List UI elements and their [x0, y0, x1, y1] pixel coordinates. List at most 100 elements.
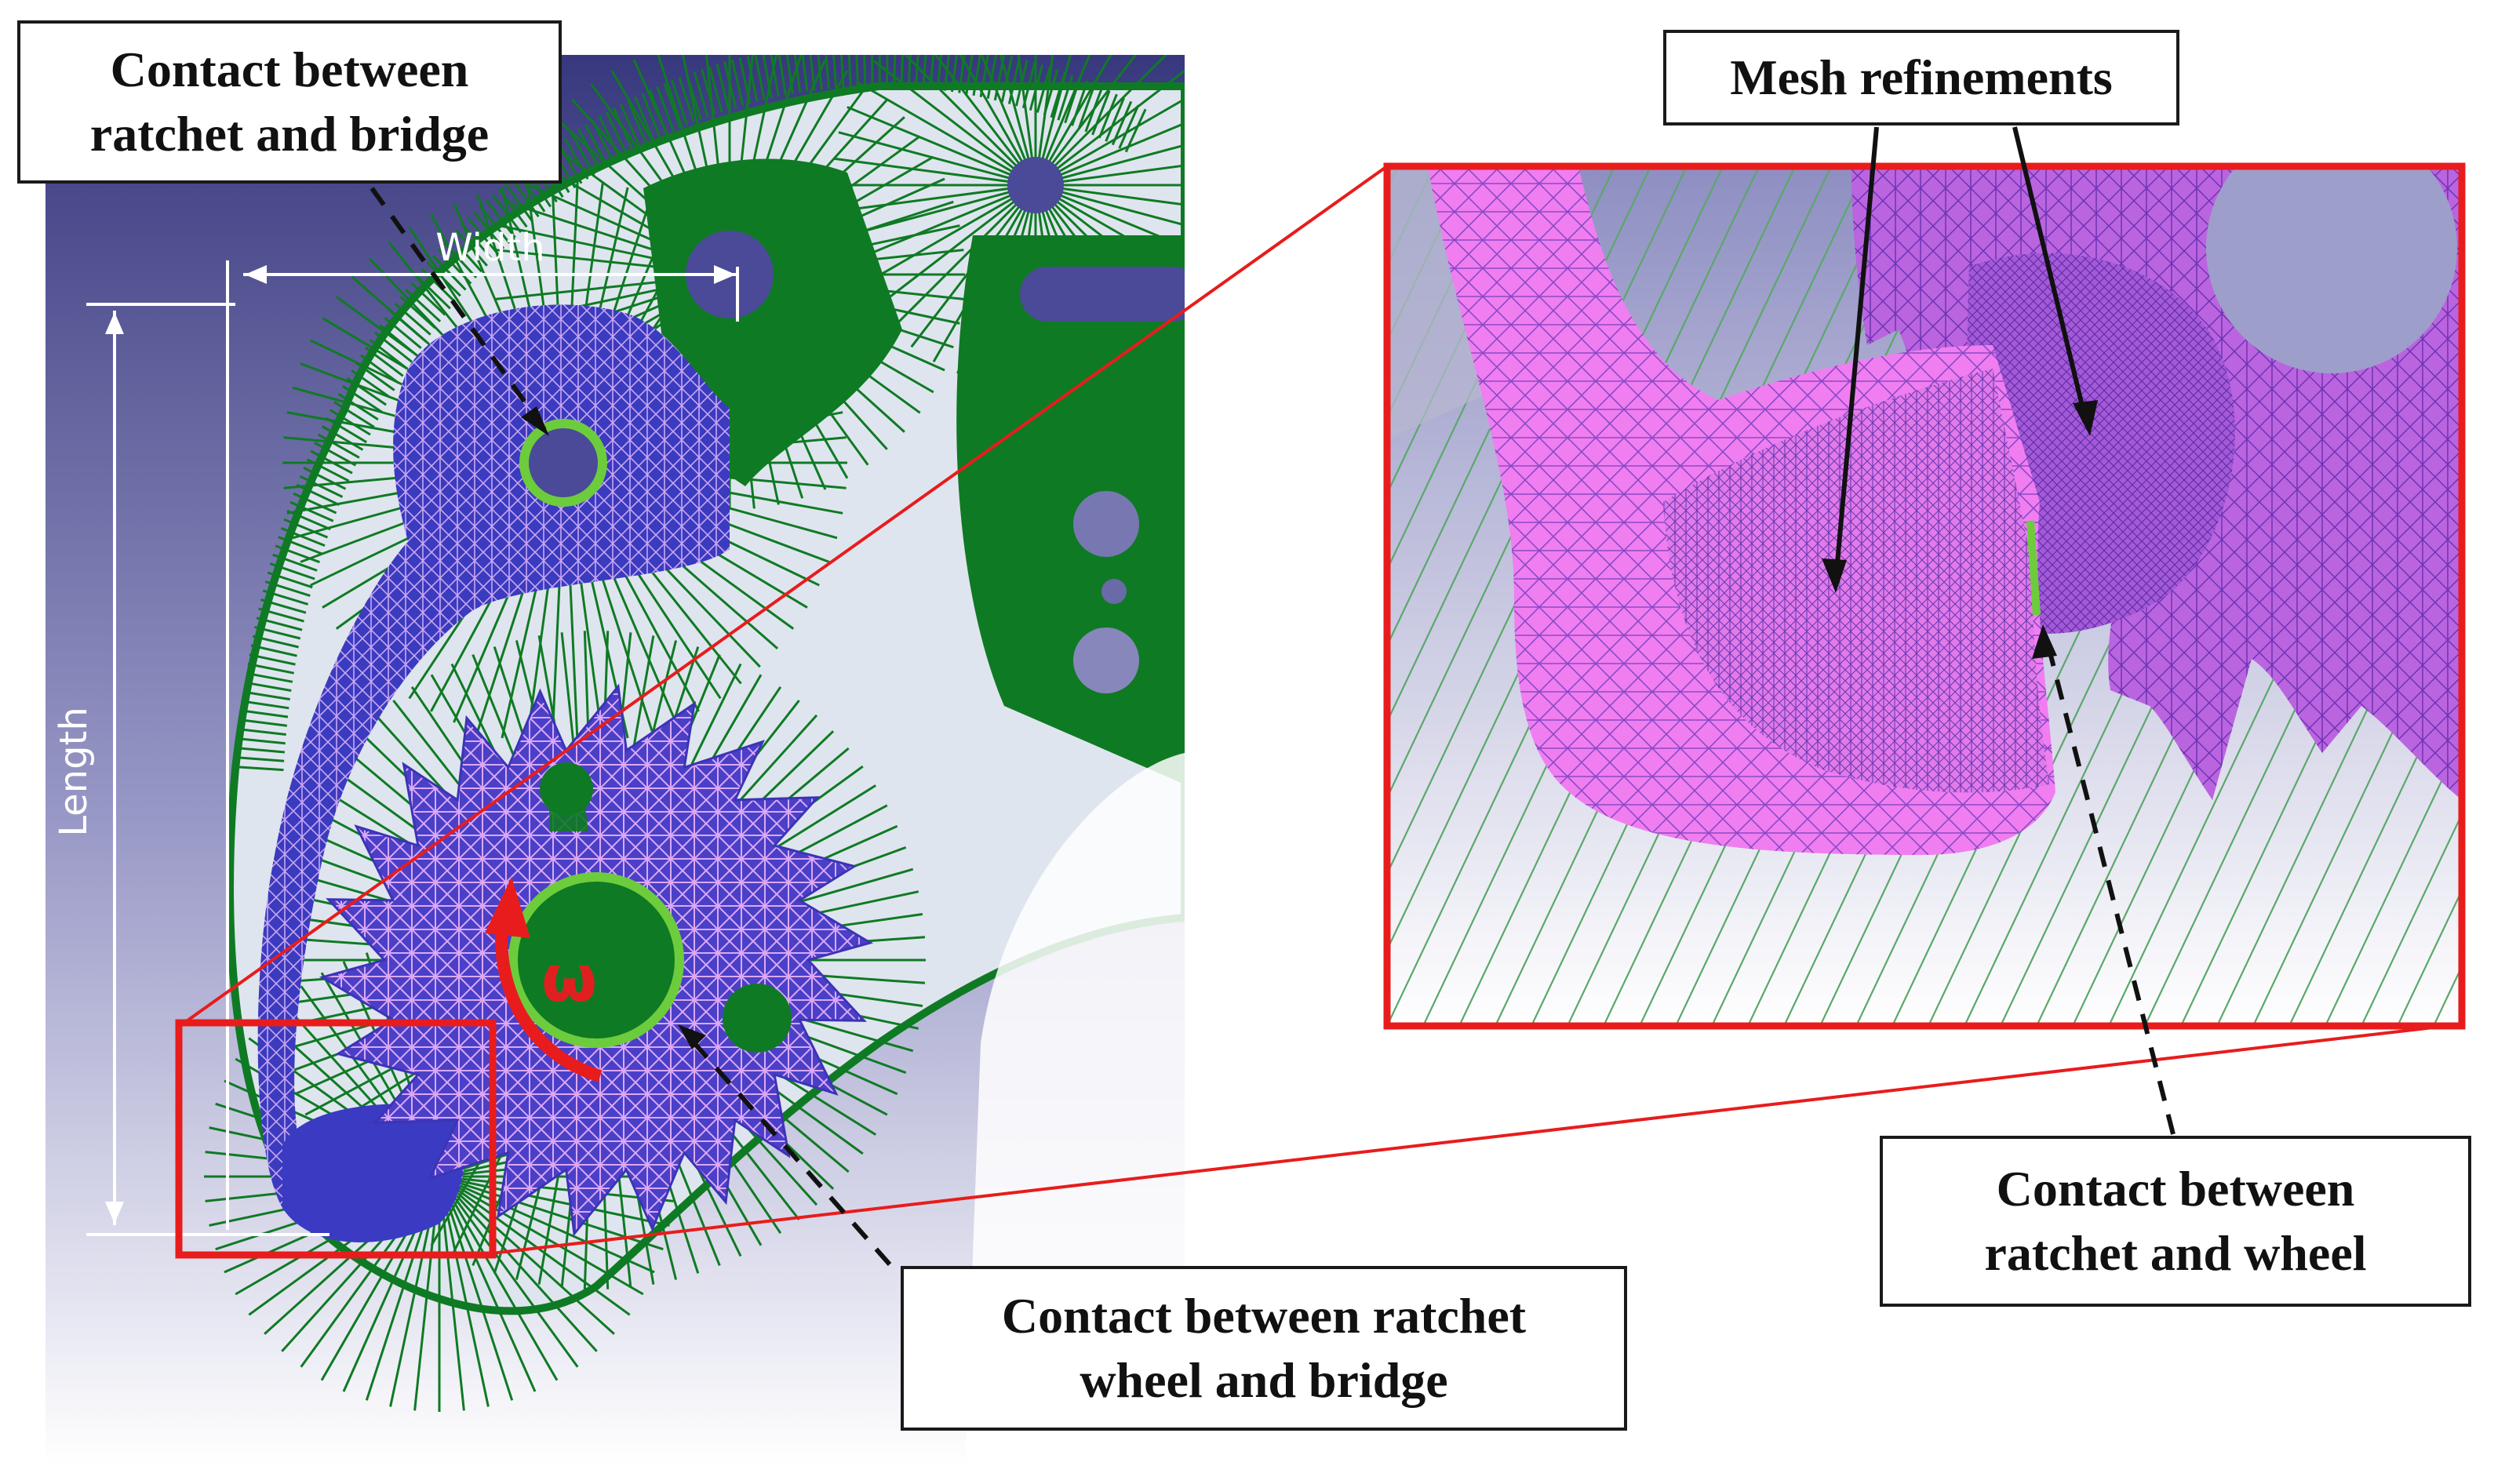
- mesh-line: [693, 71, 709, 118]
- mesh-line: [612, 107, 635, 152]
- width-label: Width: [435, 226, 544, 270]
- mesh-line: [793, 55, 802, 93]
- mesh-line: [438, 1176, 537, 1392]
- mesh-line: [1118, 104, 1140, 149]
- mesh-line: [243, 690, 290, 701]
- mesh-line: [656, 85, 675, 132]
- mesh-line: [723, 61, 737, 108]
- mesh-line: [439, 1175, 655, 1274]
- mesh-line: [577, 128, 602, 172]
- mesh-line: [627, 100, 648, 145]
- mesh-line: [838, 184, 1036, 239]
- mesh-line: [825, 55, 830, 89]
- zoom-ratchet-refined: [1663, 369, 2049, 793]
- callout-mesh-refinements: Mesh refinements: [1663, 30, 2179, 125]
- mesh-line: [663, 82, 682, 129]
- mesh-line: [591, 119, 615, 163]
- callout-ratchet-wheel: Contact between ratchet and wheel: [1880, 1136, 2471, 1307]
- mesh-line: [785, 55, 795, 94]
- leader-ratchet-wheel: [2044, 636, 2175, 1135]
- zoom-wheel-hole: [2206, 166, 2457, 373]
- mesh-line: [314, 442, 357, 467]
- mesh-line: [1034, 55, 1112, 186]
- mesh-line: [317, 433, 360, 459]
- callout-line: Contact between ratchet: [1001, 1288, 1527, 1344]
- mesh-line: [738, 56, 752, 104]
- mesh-line: [438, 1176, 579, 1368]
- mesh-line: [237, 747, 286, 754]
- mesh-line: [833, 184, 1036, 213]
- mesh-line: [847, 106, 1036, 187]
- mesh-line: [438, 248, 472, 285]
- mesh-line: [1035, 144, 1185, 187]
- dimension-lines: [86, 260, 739, 1236]
- bridge-slot: [1020, 267, 1185, 322]
- mesh-line: [244, 681, 292, 692]
- mesh-line: [438, 1176, 514, 1401]
- mesh-line: [620, 104, 641, 148]
- mesh-line: [847, 184, 1036, 264]
- mesh-line: [1035, 184, 1185, 227]
- mesh-line: [598, 115, 621, 159]
- mesh-line: [1000, 56, 1014, 103]
- mesh-line: [1098, 93, 1118, 139]
- mesh-line: [1034, 55, 1138, 186]
- mesh-line: [838, 131, 1036, 187]
- wheel-hole: [540, 762, 593, 816]
- leader-mesh-ratchet: [1833, 126, 1879, 581]
- mesh-line: [708, 66, 723, 113]
- callout-wheel-bridge: Contact between ratchet wheel and bridge: [901, 1266, 1627, 1431]
- mesh-line: [584, 124, 608, 167]
- mesh-line: [634, 96, 654, 141]
- mesh-line: [236, 766, 284, 772]
- mesh-line: [903, 55, 1037, 187]
- wheel-axle-contact: [508, 872, 684, 1048]
- left-mesh-view: ω: [46, 55, 1185, 1467]
- mesh-line: [296, 483, 340, 507]
- mesh-line: [497, 188, 528, 228]
- mesh-line: [439, 1175, 631, 1316]
- mesh-line: [333, 401, 375, 428]
- zoom-source-box: [175, 1019, 497, 1259]
- mesh-line: [890, 184, 1037, 330]
- callout-line: ratchet and wheel: [1984, 1225, 2367, 1281]
- mesh-line: [1077, 83, 1096, 129]
- mesh-line: [730, 59, 745, 106]
- leader-wheel-bridge: [686, 1035, 892, 1266]
- bridge-hole: [1007, 157, 1064, 213]
- mesh-line: [678, 77, 696, 123]
- mesh-line: [832, 55, 838, 89]
- mesh-line: [438, 1176, 490, 1407]
- mesh-line: [415, 275, 451, 310]
- mesh-line: [438, 1175, 615, 1335]
- mesh-line: [986, 55, 998, 99]
- mesh-line: [907, 55, 912, 88]
- zoom-panel-border: [1383, 162, 2466, 1030]
- mesh-line: [1111, 100, 1133, 146]
- omega-label: ω: [541, 942, 597, 1017]
- mesh-line: [241, 709, 289, 718]
- mesh-line: [299, 475, 344, 498]
- ratchet-mesh: [257, 304, 730, 1242]
- rotation-arrow: [494, 917, 603, 1082]
- mesh-line: [1050, 71, 1066, 118]
- mesh-line: [426, 261, 461, 297]
- mesh-line: [641, 93, 661, 138]
- mesh-line: [762, 55, 773, 99]
- mesh-line: [929, 55, 935, 89]
- mesh-line: [1091, 90, 1111, 136]
- bridge-hole: [1073, 491, 1139, 557]
- mesh-line: [715, 64, 730, 111]
- mesh-line: [605, 111, 628, 155]
- mesh-line: [809, 55, 816, 91]
- mesh-line: [914, 55, 919, 88]
- zoom-connector-top: [180, 165, 1389, 1026]
- mesh-line: [1043, 69, 1059, 116]
- mesh-line: [410, 282, 446, 316]
- mesh-line: [817, 55, 823, 90]
- mesh-line: [439, 1175, 670, 1227]
- mesh-line: [1124, 108, 1147, 153]
- mesh-line: [1035, 184, 1185, 206]
- zoom-connector-bottom: [490, 1023, 2461, 1255]
- mesh-line: [2470, 166, 2505, 1026]
